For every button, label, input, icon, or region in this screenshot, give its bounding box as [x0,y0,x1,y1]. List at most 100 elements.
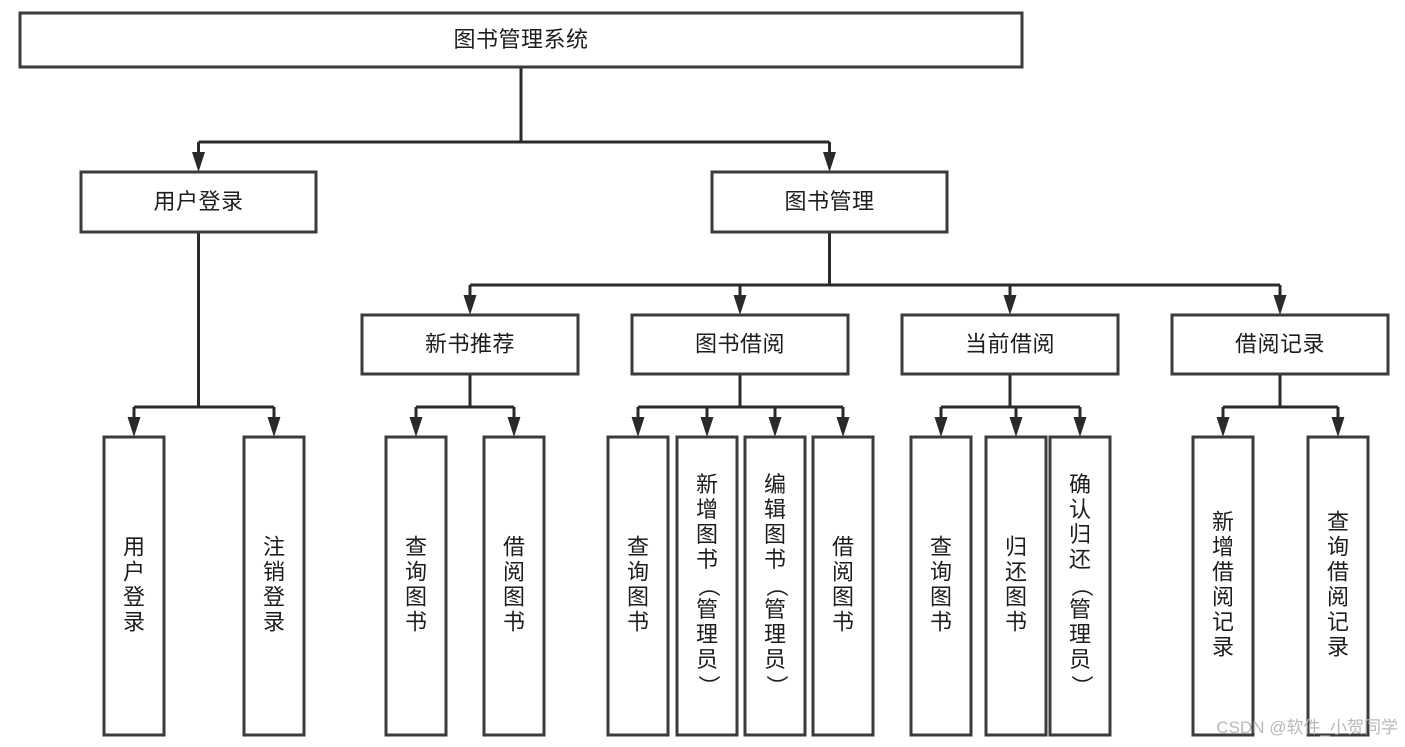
arrowhead-icon [836,417,850,437]
node-label-char: 还 [1069,547,1091,572]
node-leaf-user-login[interactable]: 用户登录 [102,435,166,737]
node-label-char: 询 [930,559,952,584]
node-label-char: 员 [764,647,786,672]
arrowhead-icon [1009,417,1023,437]
arrowhead-icon [1331,417,1345,437]
node-book-management[interactable]: 图书管理 [710,170,949,234]
arrowhead-icon [267,417,281,437]
node-label: 借阅记录 [1235,331,1325,356]
node-label-char: 理 [696,622,718,647]
node-label-char: 图 [405,584,427,609]
node-label-char: 记 [1212,609,1234,634]
node-box [900,313,1120,376]
arrowhead-icon [463,295,477,315]
node-label-char: 登 [263,584,285,609]
node-user-login[interactable]: 用户登录 [79,170,318,234]
node-label-char: 新 [696,472,718,497]
node-label-char: 阅 [503,559,525,584]
node-label-char: 还 [1005,559,1027,584]
node-label-char: 查 [930,534,952,559]
node-box [1191,435,1255,737]
node-label-char: 图 [930,584,952,609]
node-label-char: 书 [764,547,786,572]
node-box [384,435,448,737]
node-label-char: 书 [696,547,718,572]
node-label-char: 户 [123,559,145,584]
node-box [18,11,1024,69]
node-current-borrow[interactable]: 当前借阅 [900,313,1120,376]
node-label-char: 阅 [832,559,854,584]
node-book-borrow[interactable]: 图书借阅 [630,313,850,376]
csdn-watermark: CSDN @软件_小贺同学 [1216,718,1398,737]
node-label-char: 管 [1069,597,1091,622]
node-label-char: ） [764,675,789,697]
arrowhead-icon [631,417,645,437]
connector-layer [127,67,1345,437]
arrowhead-icon [1273,295,1287,315]
arrowhead-icon [409,417,423,437]
arrowhead-icon [127,417,141,437]
node-box [1170,313,1390,376]
arrowhead-icon [507,417,521,437]
node-label: 图书管理系统 [453,27,588,52]
node-label-char: 录 [1212,634,1234,659]
node-label-char: 阅 [1327,584,1349,609]
node-box [1048,435,1112,737]
node-root[interactable]: 图书管理系统 [18,11,1024,69]
node-label-char: 增 [696,497,718,522]
node-label-char: 辑 [764,497,786,522]
node-label-char: 询 [405,559,427,584]
node-label: 当前借阅 [965,331,1055,356]
node-label-char: 借 [503,534,525,559]
node-label-char: 书 [627,609,649,634]
node-new-book-recommend[interactable]: 新书推荐 [360,313,580,376]
node-box [102,435,166,737]
node-box [909,435,973,737]
arrowhead-icon [1216,417,1230,437]
node-label-char: 归 [1005,534,1027,559]
node-label-char: 借 [1212,559,1234,584]
node-label-char: 记 [1327,609,1349,634]
node-label-char: 确 [1069,472,1091,497]
node-label-char: 书 [503,609,525,634]
node-label-char: 录 [123,609,145,634]
node-label-char: 编 [764,472,786,497]
node-borrow-records[interactable]: 借阅记录 [1170,313,1390,376]
node-label-char: 管 [764,597,786,622]
node-label-char: 增 [1212,534,1234,559]
node-label-char: （ [764,575,789,597]
node-box [984,435,1048,737]
node-label-char: 书 [930,609,952,634]
node-box [360,313,580,376]
node-box [606,435,670,737]
node-label-char: 图 [696,522,718,547]
node-label-char: 销 [263,559,285,584]
node-label-char: 用 [123,534,145,559]
node-label-char: 理 [1069,622,1091,647]
node-label-char: 录 [1327,634,1349,659]
node-label-char: 书 [405,609,427,634]
arrowhead-icon [1073,417,1087,437]
node-label-char: 书 [832,609,854,634]
arrowhead-icon [192,152,205,172]
node-label-char: 书 [1005,609,1027,634]
node-label-char: 理 [764,622,786,647]
node-label-char: 注 [263,534,285,559]
node-label-char: 图 [503,584,525,609]
node-label-char: 图 [1005,584,1027,609]
node-label-char: 图 [764,522,786,547]
